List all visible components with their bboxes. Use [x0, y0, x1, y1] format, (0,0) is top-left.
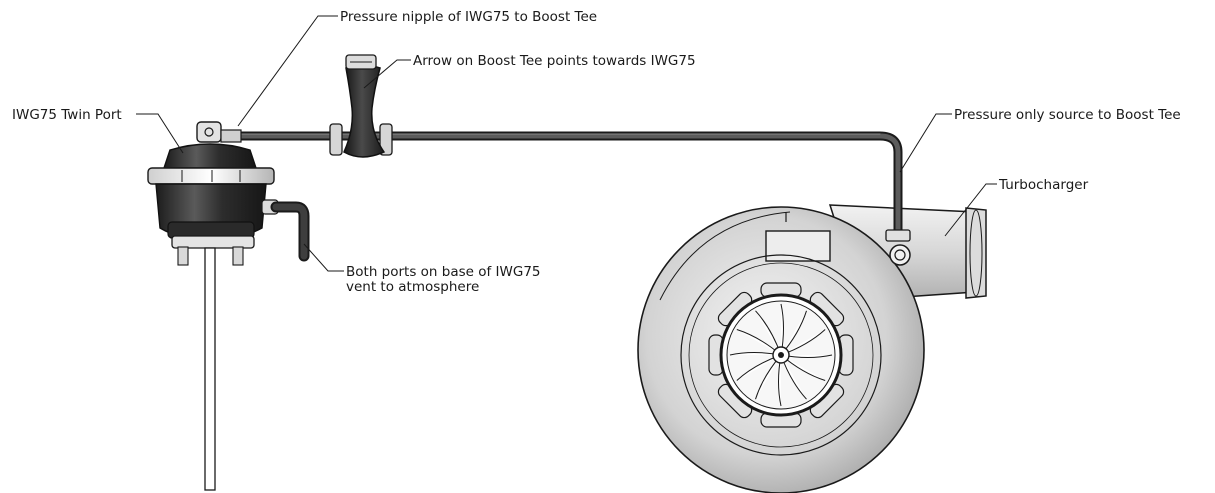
label-arrow-on-tee: Arrow on Boost Tee points towards IWG75: [413, 53, 696, 69]
label-pressure-source: Pressure only source to Boost Tee: [954, 107, 1181, 123]
turbo-outlet-flange: [965, 207, 987, 299]
hose-clamp-tee-right: [379, 123, 393, 156]
boost-tee: [343, 54, 386, 158]
leader-base-ports: [303, 243, 344, 272]
iwg75-upper-can: [163, 143, 257, 169]
label-turbocharger: Turbocharger: [998, 177, 1089, 193]
compressor-wheel: [729, 303, 833, 407]
callout-leaders: [136, 15, 997, 272]
leader-turbocharger: [944, 183, 997, 237]
iwg75-base-flange: [171, 235, 255, 249]
hose-clamp-turbo: [885, 229, 911, 242]
iwg75-actuator: [147, 121, 310, 491]
label-base-ports-line2: vent to atmosphere: [346, 279, 479, 295]
label-twin-port: IWG75 Twin Port: [12, 107, 122, 123]
label-pressure-nipple: Pressure nipple of IWG75 to Boost Tee: [340, 9, 597, 25]
leader-pressure-source: [899, 113, 952, 173]
turbo-housing-slots: [708, 282, 854, 428]
hose-clamp-tee-left: [329, 123, 343, 156]
iwg75-pressure-nipple: [196, 121, 222, 143]
pressure-line: [235, 131, 903, 237]
boost-tee-body: [343, 64, 386, 158]
label-base-ports-line1: Both ports on base of IWG75: [346, 264, 541, 280]
iwg75-clamp-ring: [147, 167, 275, 185]
turbocharger: [637, 204, 987, 493]
leader-arrow-on-tee: [363, 59, 411, 89]
iwg75-actuator-rod: [204, 247, 216, 491]
leader-twin-port: [136, 113, 184, 154]
leader-pressure-nipple: [237, 15, 338, 127]
iwg75-vent-hose: [270, 201, 310, 262]
turbo-pressure-fitting: [889, 244, 911, 266]
